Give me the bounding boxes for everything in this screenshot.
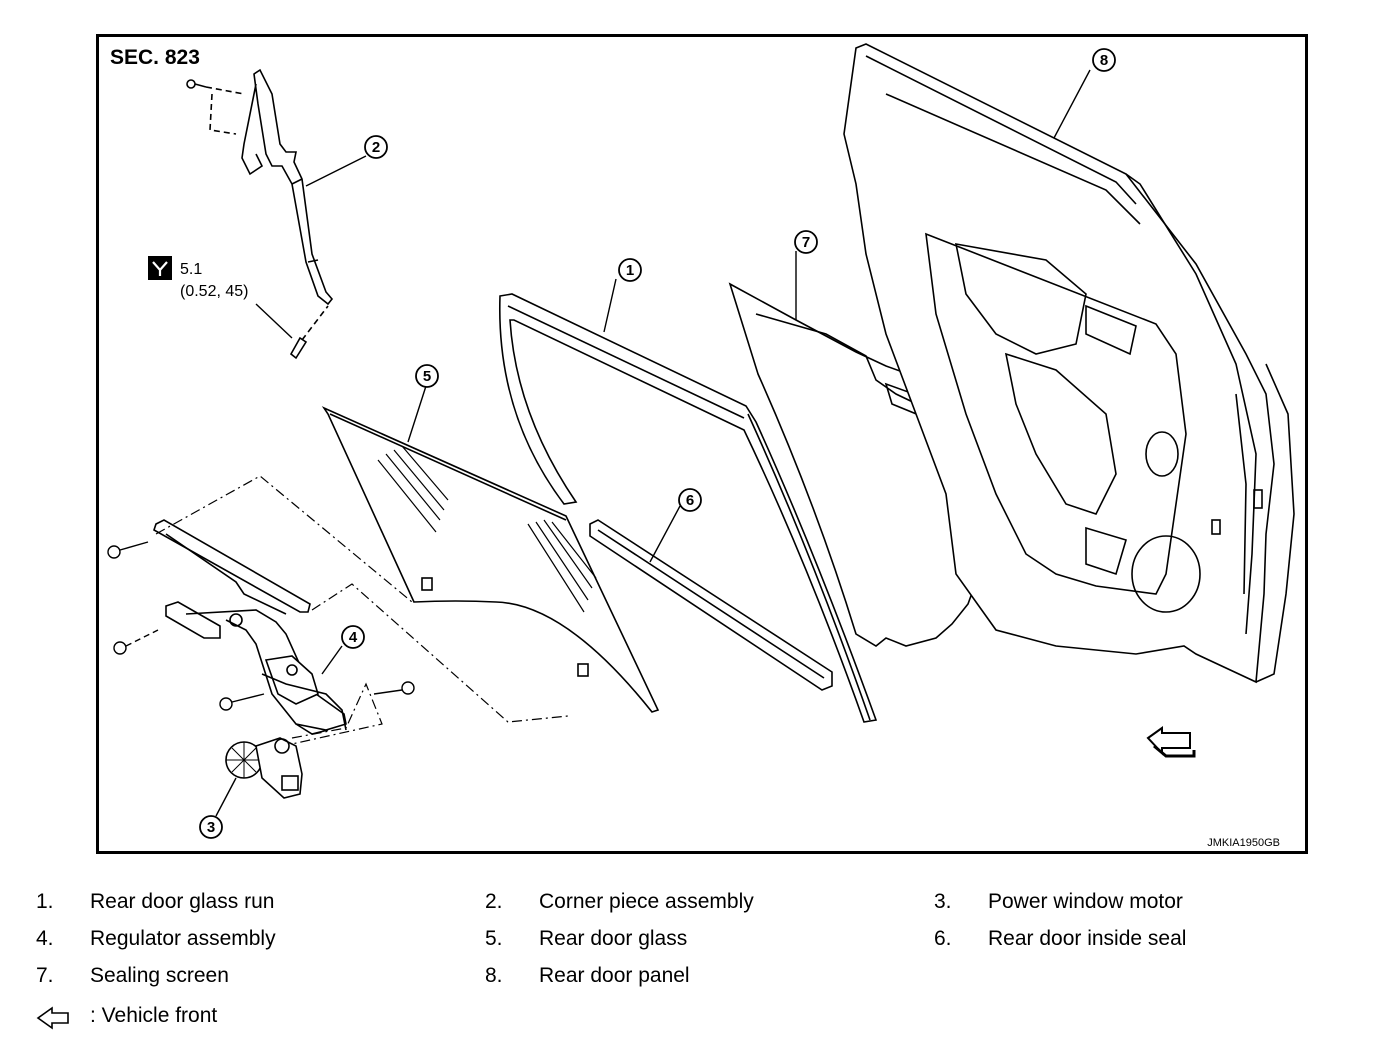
exploded-view-diagram: SEC. 823 5.1 (0.52, 45)	[96, 34, 1308, 854]
legend-item-label: Rear door panel	[539, 964, 690, 987]
legend-item-number: 3.	[934, 890, 952, 913]
hollow-arrow-left-icon	[36, 1006, 69, 1030]
svg-text:2: 2	[372, 139, 380, 156]
callout-6: 6	[678, 488, 702, 512]
legend-item-label: Rear door glass run	[90, 890, 275, 913]
rear-door-glass	[321, 406, 660, 713]
callout-2: 2	[364, 135, 388, 159]
torque-wrench-icon	[148, 256, 172, 280]
legend-item-label: Power window motor	[988, 890, 1183, 913]
callout-3: 3	[199, 815, 223, 839]
torque-spec: 5.1 (0.52, 45)	[148, 256, 293, 339]
legend-vehicle-front-label: : Vehicle front	[90, 1004, 218, 1027]
legend-item-label: Sealing screen	[90, 964, 229, 987]
legend-item-label: Rear door glass	[539, 927, 688, 950]
power-window-motor	[225, 737, 303, 799]
legend-item-label: Rear door inside seal	[988, 927, 1187, 950]
torque-value: 5.1	[180, 261, 202, 278]
svg-text:3: 3	[207, 819, 215, 836]
alignment-lines	[155, 475, 569, 745]
regulator-bolts	[107, 541, 415, 711]
leader-lines	[215, 69, 1091, 817]
corner-piece-assembly	[186, 68, 334, 360]
rear-door-inside-seal	[589, 519, 833, 691]
hollow-arrow-icon	[1146, 726, 1196, 758]
legend-item-number: 5.	[485, 927, 503, 950]
torque-units: (0.52, 45)	[180, 283, 248, 300]
callout-1: 1	[618, 258, 642, 282]
drawing-code: JMKIA1950GB	[1207, 837, 1280, 849]
legend-item-label: Regulator assembly	[90, 927, 276, 950]
callout-8: 8	[1092, 48, 1116, 72]
svg-text:6: 6	[686, 492, 694, 509]
rear-door-glass-run	[498, 293, 878, 723]
legend-item-number: 6.	[934, 927, 952, 950]
legend-item-label: Corner piece assembly	[539, 890, 754, 913]
svg-text:8: 8	[1100, 52, 1108, 69]
section-title: SEC. 823	[110, 46, 200, 69]
legend-item-number: 2.	[485, 890, 503, 913]
parts-legend: 1. Rear door glass run 2. Corner piece a…	[0, 880, 1376, 1046]
svg-text:4: 4	[349, 629, 358, 646]
callout-4: 4	[341, 625, 365, 649]
svg-text:1: 1	[626, 262, 634, 279]
legend-item-number: 8.	[485, 964, 503, 987]
legend-item-number: 4.	[36, 927, 54, 950]
callout-7: 7	[794, 230, 818, 254]
legend-item-number: 7.	[36, 964, 54, 987]
legend-vehicle-front: : Vehicle front	[36, 1004, 336, 1032]
legend-item-number: 1.	[36, 890, 54, 913]
rear-door-panel	[843, 43, 1295, 684]
callout-5: 5	[415, 364, 439, 388]
svg-text:5: 5	[423, 368, 431, 385]
svg-text:7: 7	[802, 234, 810, 251]
regulator-assembly	[153, 519, 347, 735]
